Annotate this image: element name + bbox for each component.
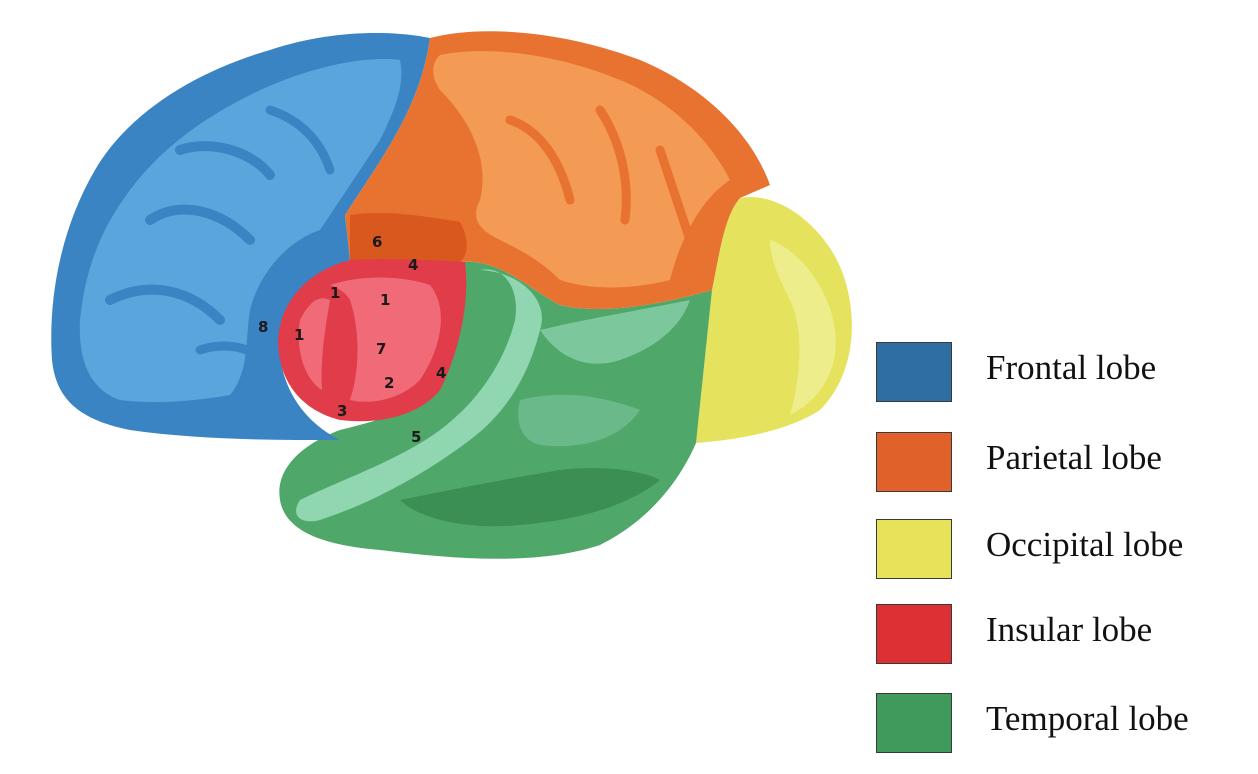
region-number-7: 7	[376, 340, 386, 358]
legend-swatch	[876, 604, 952, 664]
region-number-5: 5	[411, 428, 421, 446]
frontal-lobe	[51, 33, 431, 440]
legend-item-occipital: Occipital lobe	[876, 519, 1248, 581]
legend-item-insular: Insular lobe	[876, 604, 1248, 666]
region-number-1: 1	[294, 326, 304, 344]
legend-swatch	[876, 693, 952, 753]
legend-label: Parietal lobe	[986, 438, 1162, 477]
insular-lobe	[278, 259, 467, 422]
region-numbers: 6 4 1 1 8 1 7 4 2 3 5	[258, 233, 446, 446]
legend-item-parietal: Parietal lobe	[876, 432, 1248, 494]
region-number-2: 2	[384, 374, 394, 392]
occipital-lobe	[696, 196, 852, 443]
region-number-1: 1	[330, 284, 340, 302]
parietal-lobe	[345, 31, 770, 310]
legend-item-frontal: Frontal lobe	[876, 342, 1248, 404]
region-number-6: 6	[372, 233, 382, 251]
legend-item-temporal: Temporal lobe	[876, 693, 1248, 755]
temporal-lobe	[279, 261, 712, 559]
region-number-1: 1	[380, 291, 390, 309]
region-number-3: 3	[337, 402, 347, 420]
legend-label: Temporal lobe	[986, 699, 1189, 738]
region-number-8: 8	[258, 318, 268, 336]
legend-swatch	[876, 519, 952, 579]
legend-label: Occipital lobe	[986, 525, 1184, 564]
legend-label: Frontal lobe	[986, 348, 1157, 387]
region-number-4: 4	[436, 364, 446, 382]
legend-label: Insular lobe	[986, 610, 1153, 649]
legend-swatch	[876, 342, 952, 402]
region-number-4: 4	[408, 256, 418, 274]
brain-lateral-view: 6 4 1 1 8 1 7 4 2 3 5	[51, 31, 852, 559]
legend-swatch	[876, 432, 952, 492]
